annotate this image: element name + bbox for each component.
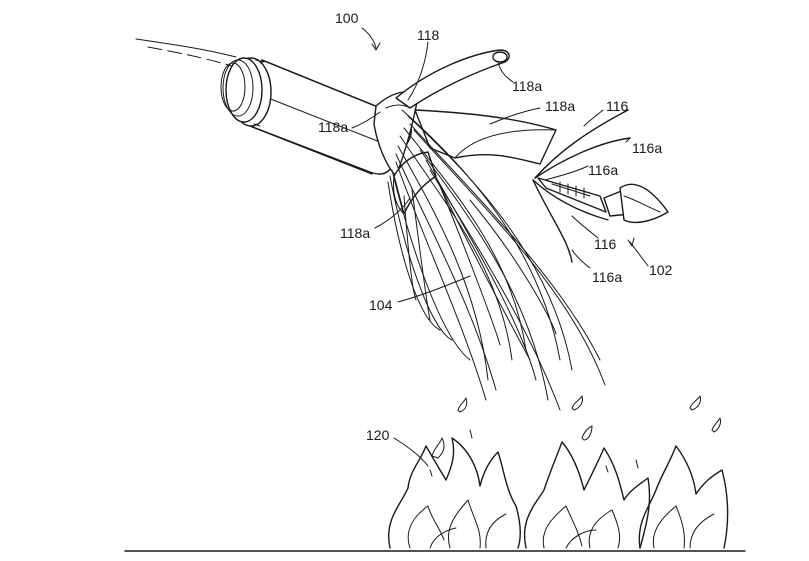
- label-116a-bottom: 116a: [592, 269, 622, 285]
- leader-lines: [351, 27, 649, 467]
- label-118a-mid: 118a: [545, 98, 575, 114]
- label-100: 100: [335, 10, 359, 26]
- label-116-top: 116: [606, 98, 629, 114]
- label-118: 118: [417, 27, 440, 43]
- label-120: 120: [366, 427, 390, 443]
- label-116-bottom: 116: [594, 236, 617, 252]
- label-118a-left-lower: 118a: [340, 225, 370, 241]
- nozzle-assembly: [373, 49, 557, 215]
- cartridge-assembly: [532, 109, 669, 263]
- label-116a-top: 116a: [632, 140, 662, 156]
- label-116a-mid: 116a: [588, 162, 618, 178]
- label-104: 104: [369, 297, 393, 313]
- agent-stream: [387, 109, 606, 411]
- label-118a-top: 118a: [512, 78, 542, 94]
- label-102: 102: [649, 262, 673, 278]
- label-118a-left-upper: 118a: [318, 119, 348, 135]
- projectile-cap: [220, 57, 272, 127]
- fire: [388, 395, 729, 549]
- trajectory-trail: [135, 38, 237, 67]
